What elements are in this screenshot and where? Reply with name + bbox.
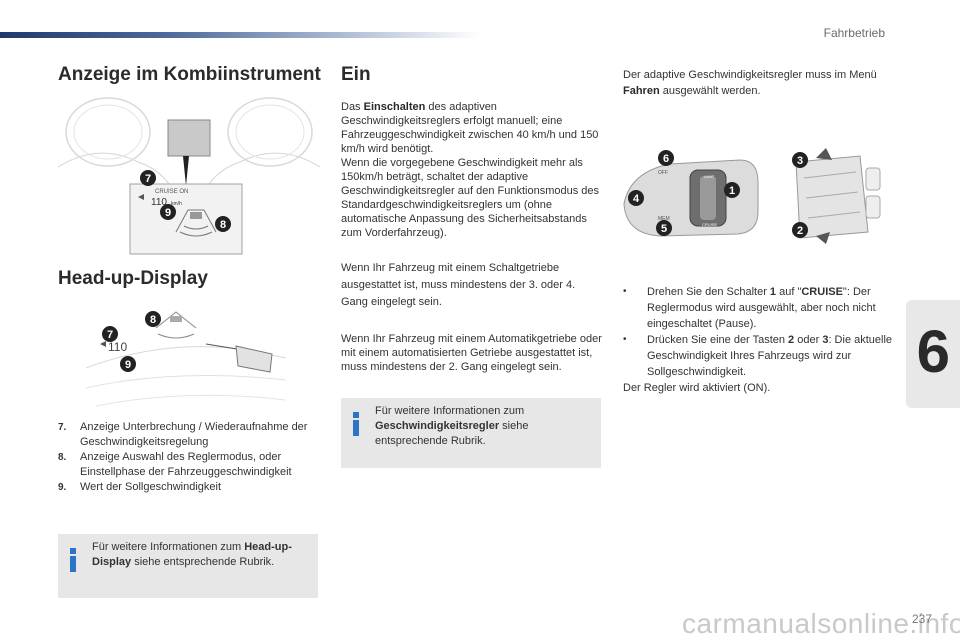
svg-text:6: 6 — [663, 153, 669, 165]
callout-legend: 7. Anzeige Unterbrechung / Wiederaufnahm… — [58, 420, 320, 495]
info-icon — [353, 412, 359, 436]
svg-text:CRUISE ON: CRUISE ON — [155, 189, 188, 195]
svg-text:110: 110 — [108, 340, 127, 354]
bullet-icon: • — [623, 286, 627, 297]
link-head-up-display: Head-up-Display — [92, 541, 292, 568]
info-box-cruise-control: Für weitere Informationen zum Geschwindi… — [341, 398, 601, 468]
watermark: carmanualsonline.info — [682, 608, 960, 639]
svg-text:2: 2 — [797, 225, 803, 237]
svg-text:9: 9 — [125, 359, 131, 371]
hud-figure: 110 7 8 9 — [86, 311, 287, 407]
svg-text:1: 1 — [729, 185, 735, 197]
svg-text:km/h: km/h — [171, 201, 182, 207]
instruction-steps: • Drehen Sie den Schalter 1 auf "CRUISE"… — [623, 284, 893, 396]
svg-text:8: 8 — [150, 314, 156, 326]
chapter-number: 6 — [916, 318, 950, 385]
gauge-right-icon — [227, 97, 313, 167]
legend-item: 7. Anzeige Unterbrechung / Wiederaufnahm… — [58, 421, 308, 448]
info-box-head-up-display: Für weitere Informationen zum Head-up-Di… — [58, 534, 318, 598]
header-accent-bar — [0, 32, 480, 38]
svg-text:8: 8 — [220, 219, 226, 231]
heading-ein: Ein — [341, 64, 371, 85]
svg-text:LIMIT: LIMIT — [704, 174, 715, 179]
svg-text:7: 7 — [107, 329, 113, 341]
heading-head-up-display: Head-up-Display — [58, 268, 208, 289]
paragraph-automatic-gearbox: Wenn Ihr Fahrzeug mit einem Automatikget… — [341, 333, 602, 373]
svg-text:3: 3 — [797, 155, 803, 167]
cluster-figure: CRUISE ON 110 km/h 7 9 8 — [58, 97, 320, 255]
paragraph-manual-gearbox: Wenn Ihr Fahrzeug mit einem Schaltgetrie… — [341, 262, 576, 308]
paragraph-activation: Das Einschalten des adaptiven Geschwindi… — [341, 101, 600, 239]
section-title: Fahrbetrieb — [823, 26, 885, 40]
step-result: Der Regler wird aktiviert (ON). — [623, 382, 771, 394]
chapter-tab — [906, 300, 960, 408]
svg-text:4: 4 — [633, 193, 640, 205]
heading-cluster-display: Anzeige im Kombiinstrument — [58, 64, 321, 85]
gauge-left-icon — [65, 97, 151, 167]
bullet-icon: • — [623, 334, 627, 345]
svg-text:7: 7 — [145, 173, 151, 185]
svg-text:MEM: MEM — [658, 216, 670, 222]
legend-item: 9. Wert der Sollgeschwindigkeit — [58, 481, 222, 493]
link-cruise-control: Geschwindigkeitsregler — [375, 420, 500, 432]
info-icon — [70, 548, 76, 572]
paragraph-menu-selection: Der adaptive Geschwindigkeitsregler muss… — [623, 69, 877, 97]
step-item: • Drehen Sie den Schalter 1 auf "CRUISE"… — [623, 286, 876, 330]
svg-text:CRUISE: CRUISE — [702, 222, 717, 227]
svg-text:9: 9 — [165, 207, 171, 219]
svg-text:5: 5 — [661, 223, 667, 235]
hud-screen-icon — [235, 345, 273, 373]
step-item: • Drücken Sie eine der Tasten 2 oder 3: … — [623, 334, 893, 378]
svg-text:110: 110 — [151, 197, 167, 208]
cruise-stalk-figure: OFF LIMIT CRUISE MEM 6 4 5 1 3 2 — [623, 148, 881, 244]
legend-item: 8. Anzeige Auswahl des Reglermodus, oder… — [58, 451, 292, 478]
page-number: 237 — [911, 612, 932, 626]
svg-text:OFF: OFF — [658, 170, 668, 176]
